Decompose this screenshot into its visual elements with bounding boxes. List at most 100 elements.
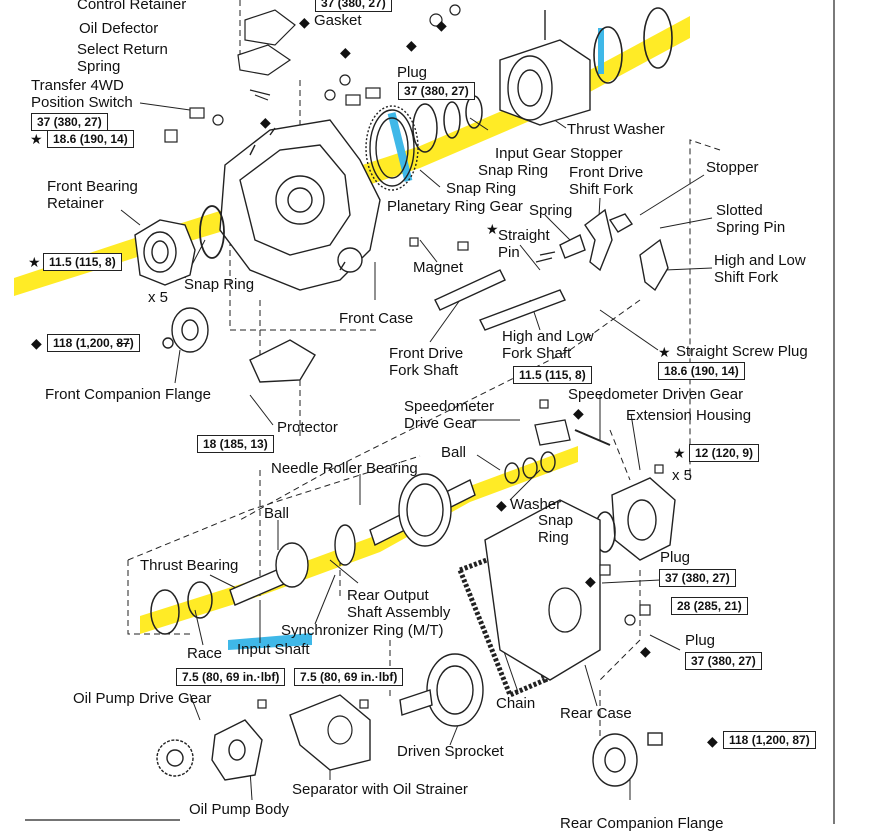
rear-output-shaft-part: [334, 473, 476, 566]
torque-box-top: 37 (380, 27): [315, 0, 392, 12]
label-transfer-4wd-switch: Transfer 4WD Position Switch: [31, 77, 133, 111]
extension-housing-part: [611, 477, 676, 561]
rear-companion-flange-part: [592, 732, 663, 787]
label-thrust-washer: Thrust Washer: [567, 121, 665, 138]
oil-pump-part: [156, 719, 263, 781]
diamond-symbol: ◆: [707, 733, 718, 749]
label-straight-screw-plug: Straight Screw Plug: [676, 343, 808, 360]
diamond-symbol: ◆: [299, 14, 310, 30]
label-slotted-spring-pin: Slotted Spring Pin: [716, 202, 786, 236]
label-speedometer-driven-gear: Speedometer Driven Gear: [568, 386, 744, 403]
label-high-low-fork-shaft: High and Low Fork Shaft: [502, 328, 594, 362]
label-control-retainer: Control Retainer: [77, 0, 187, 13]
torque-box-front-flange: 118 (1,200, 87): [47, 334, 140, 352]
label-washer: Washer: [510, 496, 562, 513]
diamond-symbol: ◆: [496, 497, 507, 513]
label-input-gear-stopper: Input Gear Stopper: [495, 145, 623, 162]
label-snap-ring-front: Snap Ring: [184, 276, 255, 293]
label-plug-low: Plug: [685, 632, 716, 649]
input-gear-part: [499, 10, 591, 126]
label-oil-pump-body: Oil Pump Body: [189, 801, 290, 818]
front-case-part: [219, 119, 381, 291]
protector-part: [249, 339, 316, 383]
diamond-symbol: ◆: [585, 573, 596, 589]
label-snap-ring-2: Snap Ring: [446, 180, 517, 197]
star-symbol: ★: [30, 131, 43, 147]
label-protector: Protector: [277, 419, 338, 436]
label-thrust-bearing: Thrust Bearing: [140, 557, 239, 574]
label-snap-ring-1: Snap Ring: [478, 162, 549, 179]
chain-part: [456, 551, 549, 699]
torque-box-switch-2: 18.6 (190, 14): [47, 130, 134, 148]
label-front-drive-shift-fork: Front Drive Shift Fork: [569, 164, 644, 198]
label-chain: Chain: [496, 695, 536, 712]
label-plug-top: Plug: [397, 64, 428, 81]
label-magnet: Magnet: [413, 259, 464, 276]
diamond-symbol: ◆: [31, 335, 42, 351]
torque-box-plug-mid: 37 (380, 27): [659, 569, 736, 587]
rear-case-part: [484, 499, 601, 681]
label-input-shaft: Input Shaft: [237, 641, 310, 658]
label-snap-ring-3: Snap Ring: [538, 512, 574, 546]
torque-box-plug-top: 37 (380, 27): [398, 82, 475, 100]
label-front-companion-flange: Front Companion Flange: [45, 386, 211, 403]
label-high-low-shift-fork: High and Low Shift Fork: [714, 252, 806, 286]
label-oil-defector: Oil Defector: [79, 20, 159, 37]
label-driven-sprocket: Driven Sprocket: [397, 743, 504, 760]
diamond-symbol: ◆: [436, 17, 447, 33]
driven-sprocket-part: [399, 653, 484, 727]
torque-box-rear-case: 28 (285, 21): [671, 597, 748, 615]
label-straight-pin: Straight Pin: [498, 227, 550, 261]
star-symbol: ★: [28, 254, 41, 270]
torque-box-rear-flange: 118 (1,200, 87): [723, 731, 816, 749]
fork-parts: [434, 208, 669, 331]
label-gasket: Gasket: [314, 12, 362, 29]
diamond-symbol: ◆: [640, 643, 651, 659]
front-bearing-retainer-part: [134, 219, 196, 286]
label-ball-1: Ball: [441, 444, 467, 461]
torque-box-switch: 37 (380, 27): [31, 113, 108, 131]
torque-box-front-retainer: 11.5 (115, 8): [43, 253, 122, 271]
label-separator-oil-strainer: Separator with Oil Strainer: [292, 781, 468, 798]
label-extension-housing: Extension Housing: [626, 407, 752, 424]
label-rear-output-shaft: Rear Output Shaft Assembly: [347, 587, 451, 621]
torque-box-fork-shaft: 11.5 (115, 8): [513, 366, 592, 384]
label-rear-case: Rear Case: [560, 705, 632, 722]
front-companion-flange-part: [162, 307, 209, 353]
label-select-return-spring: Select Return Spring: [77, 41, 168, 75]
label-ball-2: Ball: [264, 505, 290, 522]
label-synchronizer-ring: Synchronizer Ring (M/T): [281, 622, 444, 639]
star-symbol: ★: [658, 344, 671, 360]
label-plug-mid: Plug: [660, 549, 691, 566]
torque-box-oil-pump-1: 7.5 (80, 69 in.·lbf): [176, 668, 286, 686]
torque-box-plug-low: 37 (380, 27): [685, 652, 762, 670]
label-x5-a: x 5: [148, 289, 169, 306]
diamond-symbol: ◆: [340, 44, 351, 60]
diamond-symbol: ◆: [406, 37, 417, 53]
label-stopper: Stopper: [706, 159, 759, 176]
torque-box-extension: 12 (120, 9): [689, 444, 760, 462]
star-symbol: ★: [486, 221, 499, 237]
diamond-symbol: ◆: [573, 405, 584, 421]
label-front-drive-fork-shaft: Front Drive Fork Shaft: [389, 345, 464, 379]
torque-box-oil-pump-2: 7.5 (80, 69 in.·lbf): [294, 668, 404, 686]
label-front-case: Front Case: [339, 310, 414, 327]
small-parts-top: [164, 4, 461, 143]
torque-box-protector: 18 (185, 13): [197, 435, 274, 453]
label-front-bearing-retainer: Front Bearing Retainer: [47, 178, 138, 212]
label-race: Race: [187, 645, 223, 662]
snap-ring-front-part: [199, 205, 225, 259]
label-speedometer-drive-gear: Speedometer Drive Gear: [404, 398, 495, 432]
label-x5-b: x 5: [672, 467, 693, 484]
label-planetary-ring-gear: Planetary Ring Gear: [387, 198, 523, 215]
star-symbol: ★: [673, 445, 686, 461]
label-needle-roller-bearing: Needle Roller Bearing: [271, 460, 418, 477]
input-shaft-part: [229, 542, 309, 606]
label-oil-pump-drive-gear: Oil Pump Drive Gear: [73, 690, 212, 707]
diamond-symbol: ◆: [260, 114, 271, 130]
separator-part: [289, 694, 371, 771]
label-spring: Spring: [529, 202, 573, 219]
torque-box-screw-plug: 18.6 (190, 14): [658, 362, 745, 380]
